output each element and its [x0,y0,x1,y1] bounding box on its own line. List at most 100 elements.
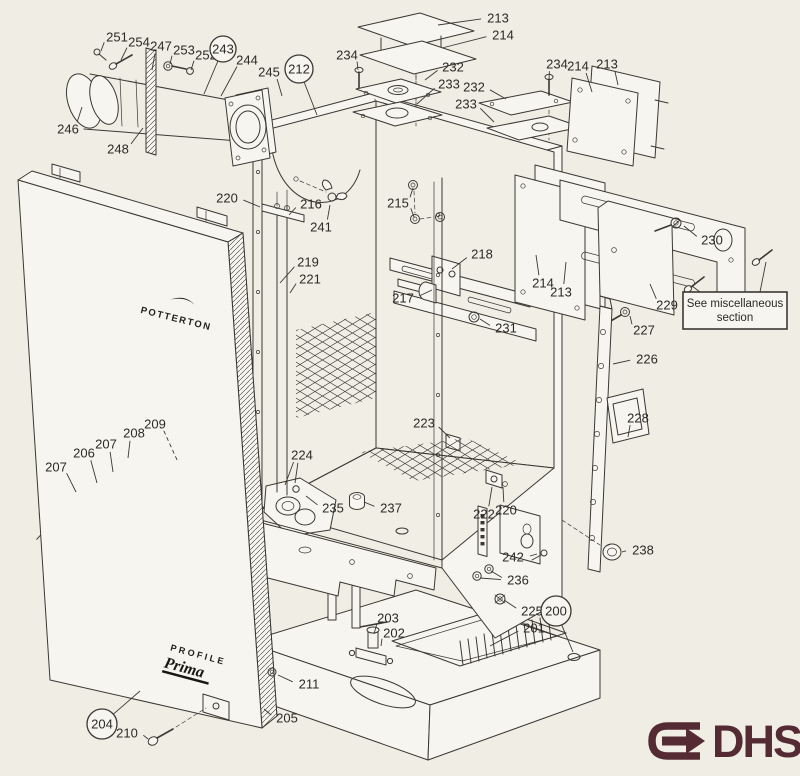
part-number: 220 [216,191,238,206]
callout-236: 236 [479,570,529,588]
callout-230: 230 [683,225,723,248]
nuts-215 [408,180,445,224]
callout-213: 213 [596,57,619,86]
leader-line [479,577,502,581]
callout-207: 207 [45,460,77,493]
tray-oval-slot [350,675,416,709]
flue-top-plates [352,12,669,167]
leader-line [284,461,295,486]
callout-253: 253 [169,43,195,65]
part-number: 237 [380,501,402,516]
cabinet-left-inner-wall [261,100,377,509]
grommet-211 [267,667,277,677]
part-number: 221 [299,272,321,287]
callout-206: 206 [73,446,98,484]
screw-242 [531,549,548,561]
leader-line [151,53,156,71]
gasket-232-left [355,78,442,104]
part-number: 203 [377,611,399,626]
control-panel-recess [391,608,567,667]
part-number: 238 [632,543,654,558]
callout-232: 232 [424,60,464,81]
part-number: 208 [123,426,145,441]
callout-223: 223 [413,416,451,439]
gasket-233-left [352,101,443,127]
callout-232: 232 [463,80,507,100]
leader-line [502,486,505,503]
callout-248: 248 [107,127,144,157]
callout-229: 229 [649,283,678,313]
part-number: 241 [310,220,332,235]
wingnut-241 [293,176,348,202]
leader-line [451,257,468,270]
part-number: 235 [322,501,344,516]
leader-line [220,66,238,97]
leader-line [419,289,433,297]
callout-213: 213 [550,261,572,300]
leader-line [479,318,491,326]
callout-233: 233 [416,77,460,105]
frame-228 [606,388,650,444]
callout-216: 216 [288,197,322,216]
grommet-237 [349,492,365,510]
part-number: 213 [550,285,572,300]
leader-line [416,87,435,105]
leader-line [90,460,98,484]
base-tray [245,573,601,761]
leader-line [363,501,375,507]
star-washer-225 [494,593,506,605]
callout-243: 243 [203,35,237,95]
callout-203: 203 [373,611,399,635]
callout-238: 238 [621,543,654,558]
leader-line [627,425,631,438]
part-number: 229 [656,298,678,313]
door-face [17,179,263,729]
callout-201: 201 [489,621,545,647]
bottom-apron [257,521,437,597]
door-clip-right [196,206,228,227]
terminal-strip [477,505,488,557]
part-number: 246 [57,122,79,137]
part-number: 200 [545,604,567,619]
callout-225: 225 [503,599,543,619]
part-number: 222 [473,507,495,522]
screw-252 [171,65,194,75]
leader-line [438,426,451,439]
front-door: POTTERTON PROFILE Prima [17,163,278,746]
callout-234: 234 [336,48,359,71]
leader-line [120,47,128,61]
part-number: 248 [107,142,129,157]
part-number: 245 [258,65,280,80]
callout-218: 218 [451,247,493,270]
callout-204: 204 [86,690,141,740]
part-number: 215 [387,196,409,211]
leader-line [326,204,331,220]
part-number: 232 [463,80,485,95]
callout-205: 205 [263,708,298,726]
leader-line [490,570,503,578]
note-line-1: See miscellaneous [687,298,784,310]
dhs-arrow-icon [662,728,705,754]
screw-210 [147,707,207,746]
part-number: 213 [596,57,618,72]
door-catch-plate [202,693,230,721]
note-box: See miscellaneous section [682,261,788,330]
callout-circle [284,54,314,84]
callout-212: 212 [284,54,318,116]
thermostat-rods [261,189,305,496]
leader-line [277,674,293,683]
misc-screw-b [751,249,773,266]
callout-254: 254 [120,35,150,61]
leader-line [243,199,261,208]
part-number: 232 [442,60,464,75]
callout-202: 202 [380,626,405,647]
leader-line [356,61,359,71]
part-number: 224 [291,448,313,463]
part-number: 226 [636,352,658,367]
clips-222-220 [485,469,508,489]
part-number: 231 [495,321,517,336]
plate-214 [359,40,477,75]
callout-228: 228 [627,411,649,438]
part-number: 219 [297,255,319,270]
leader-line [503,599,517,609]
